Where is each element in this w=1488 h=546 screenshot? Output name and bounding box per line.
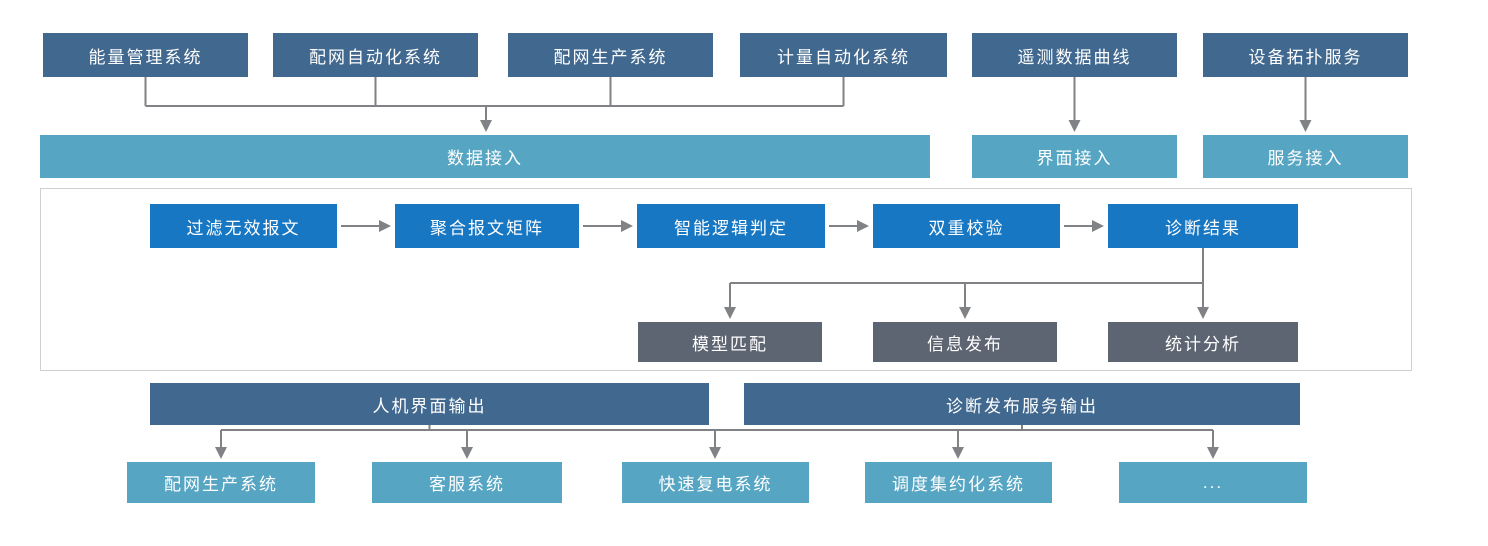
consumer-box-customer-service-system: 客服系统: [372, 462, 562, 503]
pipeline-box-intelligent-logic-judgment: 智能逻辑判定: [637, 204, 825, 248]
source-box-metering-automation-system: 计量自动化系统: [740, 33, 947, 77]
consumer-box-distribution-production-system: 配网生产系统: [127, 462, 315, 503]
pipeline-box-aggregate-message-matrix: 聚合报文矩阵: [395, 204, 579, 248]
consumer-box-more: ...: [1119, 462, 1307, 503]
pipeline-box-diagnosis-result: 诊断结果: [1108, 204, 1298, 248]
source-box-distribution-production-system: 配网生产系统: [508, 33, 713, 77]
result-box-model-matching: 模型匹配: [638, 322, 822, 362]
pipeline-box-filter-invalid-messages: 过滤无效报文: [150, 204, 337, 248]
source-box-device-topology-service: 设备拓扑服务: [1203, 33, 1408, 77]
access-bar-service-access: 服务接入: [1203, 135, 1408, 178]
pipeline-box-double-verification: 双重校验: [873, 204, 1060, 248]
access-bar-ui-access: 界面接入: [972, 135, 1177, 178]
result-box-statistical-analysis: 统计分析: [1108, 322, 1298, 362]
consumer-box-rapid-power-restoration-system: 快速复电系统: [622, 462, 809, 503]
access-bar-data-access: 数据接入: [40, 135, 930, 178]
result-box-info-publishing: 信息发布: [873, 322, 1057, 362]
output-bar-hmi-output: 人机界面输出: [150, 383, 709, 425]
source-box-distribution-automation-system: 配网自动化系统: [273, 33, 478, 77]
consumer-box-dispatch-intensive-system: 调度集约化系统: [865, 462, 1052, 503]
source-box-telemetry-data-curve: 遥测数据曲线: [972, 33, 1177, 77]
source-box-energy-management-system: 能量管理系统: [43, 33, 248, 77]
output-bar-diagnosis-publish-service-output: 诊断发布服务输出: [744, 383, 1300, 425]
